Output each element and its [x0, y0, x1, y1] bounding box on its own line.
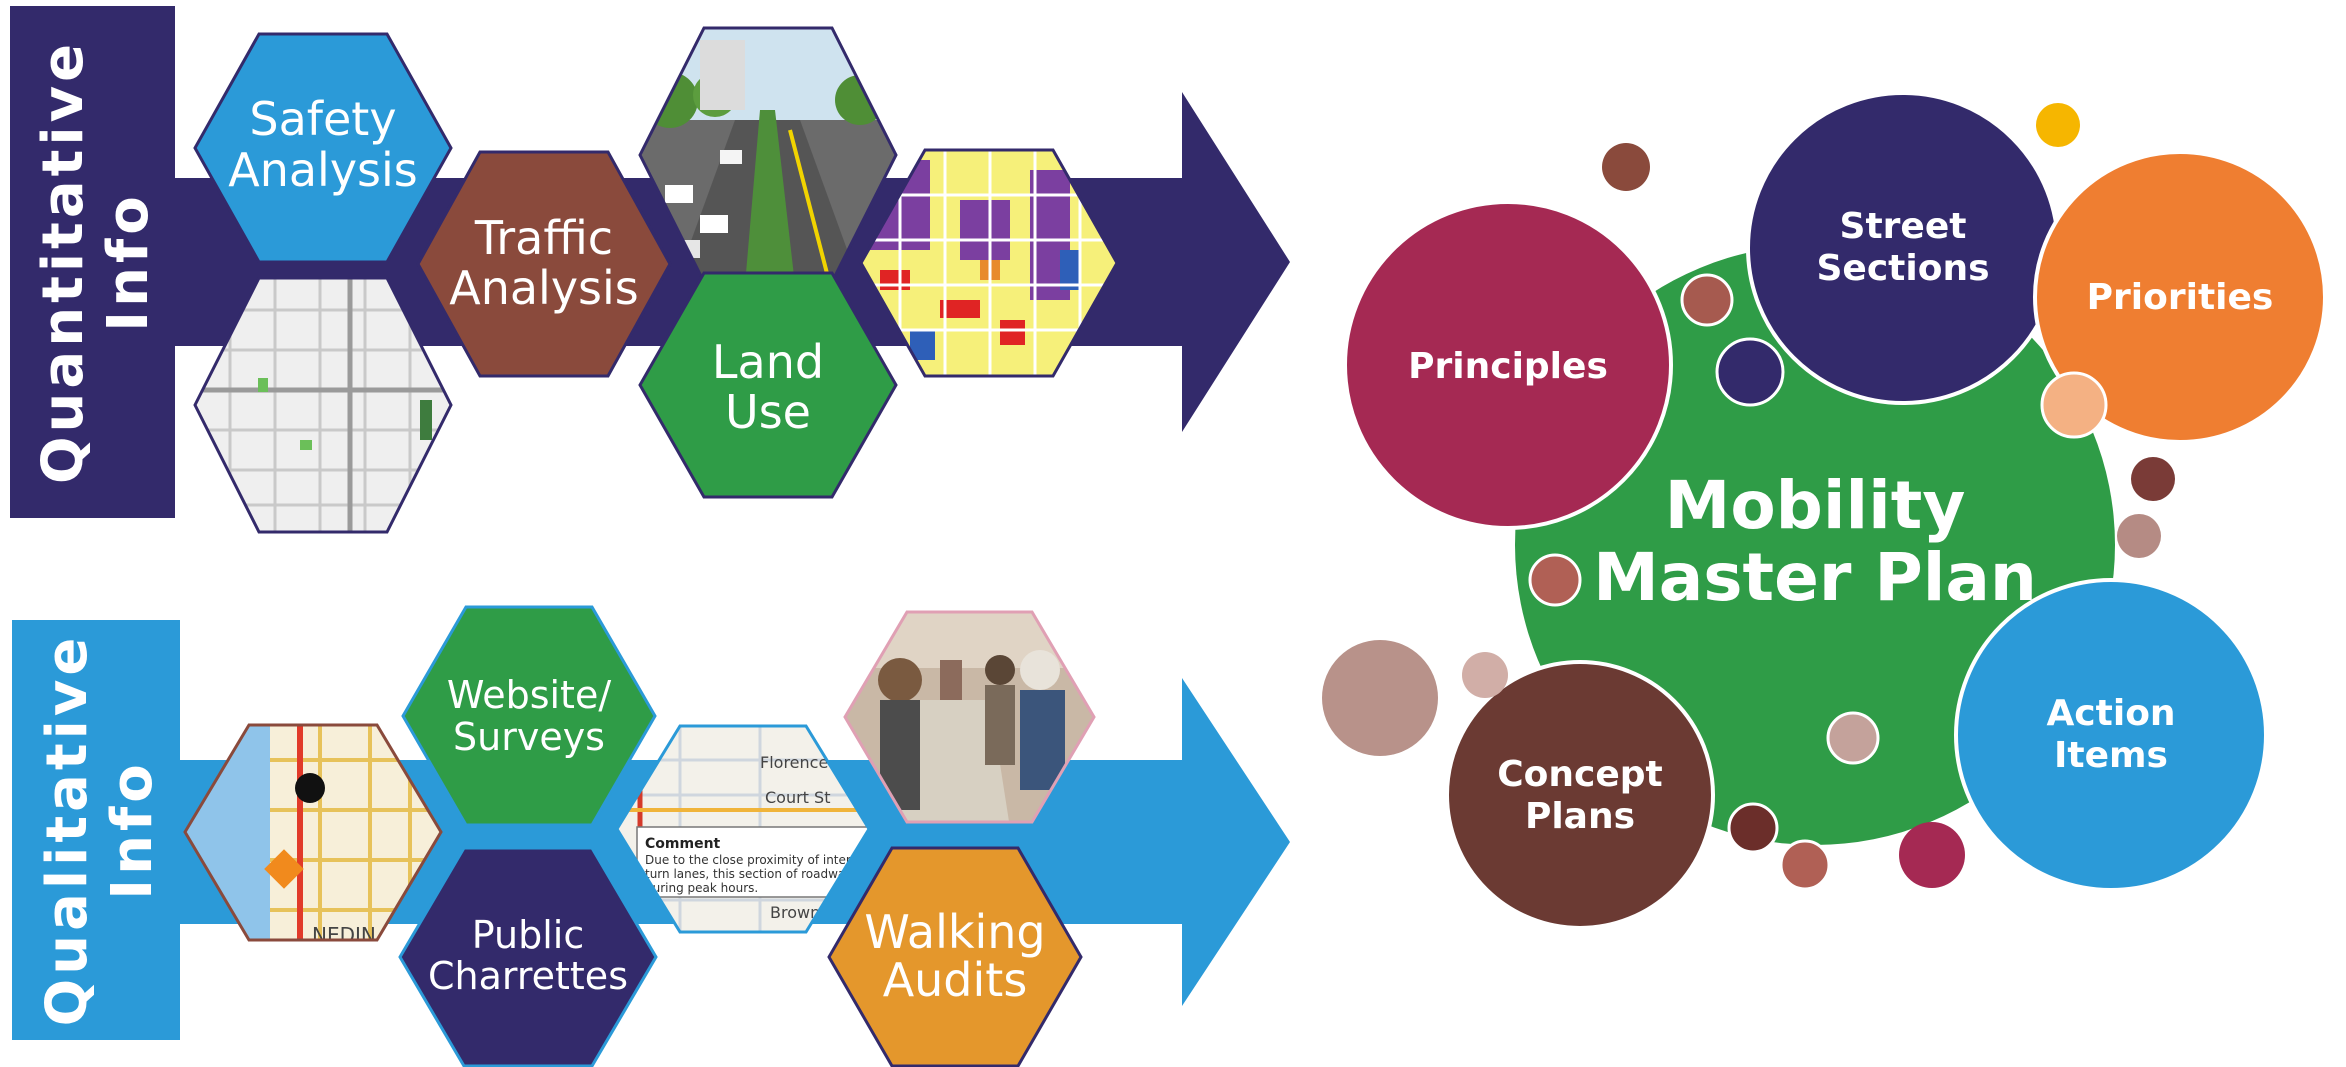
- quantitative-label-line1: Quantitative: [31, 40, 96, 484]
- comment-line1: Due to the close proximity of intersecti…: [645, 853, 927, 867]
- website-surveys-hex: [401, 605, 657, 827]
- deco-bubble: [1727, 802, 1779, 854]
- traffic-analysis-hex: [416, 150, 672, 378]
- quantitative-section: Quantitative Info Safety: [10, 6, 1290, 534]
- crash-map-label: NEDIN: [312, 923, 376, 947]
- action-items-bubble: [1954, 578, 2268, 892]
- action-items-line1: Action: [2046, 693, 2175, 734]
- qualitative-label-line1: Qualitative: [35, 634, 100, 1027]
- concept-plans-line2: Plans: [1525, 796, 1635, 837]
- priorities-label: Priorities: [2087, 277, 2274, 318]
- deco-bubble: [1322, 640, 1438, 756]
- map-street-2: Court St: [765, 788, 830, 807]
- deco-bubble: [1899, 822, 1965, 888]
- comment-title: Comment: [645, 836, 721, 852]
- deco-bubble: [1826, 711, 1880, 765]
- quantitative-side-bar: [10, 6, 175, 518]
- deco-bubble: [1715, 337, 1785, 407]
- safety-analysis-line2: Analysis: [228, 143, 418, 197]
- center-line2: Master Plan: [1593, 539, 2037, 616]
- action-items-line2: Items: [2054, 735, 2168, 776]
- qualitative-side-bar: [12, 620, 180, 1040]
- deco-bubble: [2117, 514, 2161, 558]
- deco-bubble: [1462, 652, 1508, 698]
- deco-bubble: [2131, 457, 2175, 501]
- quantitative-label-line2: Info: [96, 192, 161, 332]
- deco-bubble: [1602, 143, 1650, 191]
- walking-audits-line1: Walking: [864, 905, 1045, 959]
- deco-bubble: [1680, 273, 1734, 327]
- center-line1: Mobility: [1665, 467, 1966, 544]
- deco-bubble: [1779, 839, 1831, 891]
- mobility-bubbles: Mobility Master Plan Principles Street S…: [1322, 91, 2327, 930]
- traffic-analysis-line2: Analysis: [449, 261, 639, 315]
- public-charrettes-hex: [398, 846, 658, 1067]
- safety-analysis-hex: [193, 32, 453, 264]
- deco-bubble: [2040, 371, 2108, 439]
- concept-plans-line1: Concept: [1497, 754, 1663, 795]
- comment-line2: turn lanes, this section of roadway is v…: [645, 867, 915, 881]
- public-charrettes-line2: Charrettes: [428, 954, 628, 998]
- deco-bubble: [1528, 553, 1582, 607]
- principles-label: Principles: [1408, 346, 1608, 387]
- land-use-line2: Use: [725, 385, 811, 439]
- comment-line3: during peak hours.: [645, 881, 758, 895]
- street-sections-line2: Sections: [1816, 248, 1989, 289]
- public-charrettes-line1: Public: [472, 913, 584, 957]
- qualitative-label-line2: Info: [100, 760, 165, 900]
- qualitative-section: Qualitative Info NEDIN: [12, 605, 1290, 1067]
- website-surveys-line2: Surveys: [453, 715, 605, 759]
- traffic-analysis-line1: Traffic: [474, 211, 613, 265]
- concept-plans-bubble: [1445, 660, 1715, 930]
- principles-bubble: [1343, 200, 1673, 530]
- walking-audits-hex: [827, 846, 1083, 1067]
- land-use-line1: Land: [712, 335, 824, 389]
- priorities-bubble: [2033, 150, 2327, 444]
- website-surveys-line1: Website/: [447, 673, 611, 717]
- street-sections-line1: Street: [1840, 206, 1967, 247]
- deco-bubble: [2036, 103, 2080, 147]
- safety-analysis-line1: Safety: [249, 92, 396, 146]
- walking-audits-line2: Audits: [883, 953, 1028, 1007]
- land-use-hex: [638, 271, 898, 499]
